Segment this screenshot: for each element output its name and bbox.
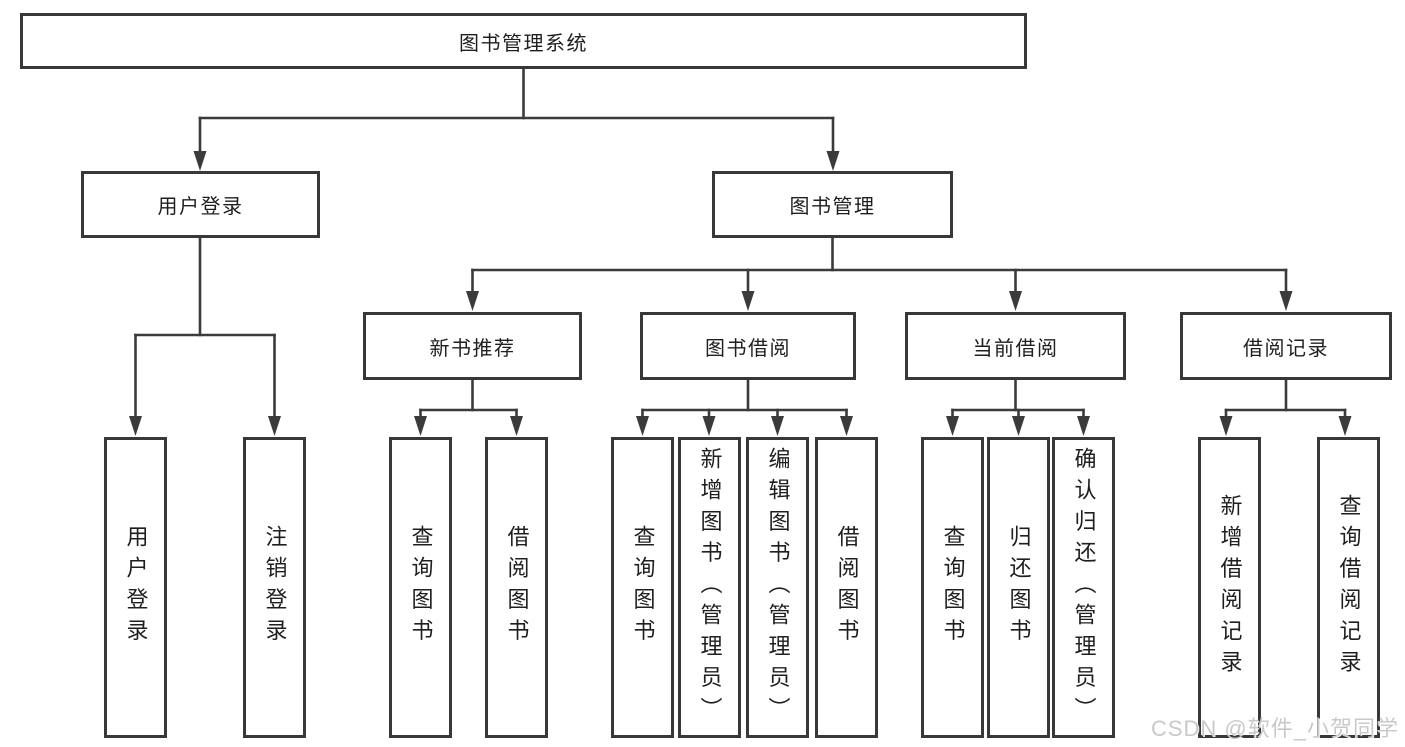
- node-label: 注销登录: [262, 525, 288, 650]
- node-label: 用户登录: [123, 525, 149, 650]
- node-label: 图书管理系统: [459, 32, 588, 55]
- arrowhead-icon: [1077, 416, 1090, 436]
- leaf-confirm-return-admin: 确认归还（管理员）: [1052, 437, 1115, 738]
- arrowhead-icon: [826, 151, 840, 171]
- arrowhead-icon: [741, 291, 755, 311]
- arrowhead-icon: [268, 416, 281, 436]
- arrowhead-icon: [636, 416, 649, 436]
- arrowhead-icon: [840, 416, 853, 436]
- node-label: 新增图书（管理员）: [697, 446, 723, 729]
- leaf-query-borrow-record: 查询借阅记录: [1317, 437, 1380, 738]
- csdn-watermark: CSDN @软件_小贺同学: [1150, 716, 1399, 741]
- node-book-management: 图书管理: [712, 171, 953, 238]
- node-label: 查询图书: [630, 525, 656, 650]
- node-book-borrowing: 图书借阅: [640, 312, 856, 380]
- leaf-query-books-borrowing: 查询图书: [611, 437, 674, 738]
- node-root: 图书管理系统: [20, 13, 1027, 69]
- arrowhead-icon: [771, 416, 784, 436]
- leaf-add-book-admin: 新增图书（管理员）: [678, 437, 741, 738]
- node-label: 新书推荐: [429, 337, 516, 360]
- node-user-login-branch: 用户登录: [81, 171, 320, 238]
- leaf-edit-book-admin: 编辑图书（管理员）: [746, 437, 809, 738]
- arrowhead-icon: [193, 151, 207, 171]
- node-label: 查询借阅记录: [1336, 493, 1362, 682]
- node-current-borrowing: 当前借阅: [905, 312, 1126, 380]
- leaf-borrow-books-borrowing: 借阅图书: [815, 437, 878, 738]
- node-label: 编辑图书（管理员）: [765, 446, 791, 729]
- node-label: 借阅图书: [834, 525, 860, 650]
- arrowhead-icon: [946, 416, 959, 436]
- node-label: 归还图书: [1006, 525, 1032, 650]
- node-label: 查询图书: [408, 525, 434, 650]
- node-label: 图书管理: [789, 196, 876, 218]
- leaf-query-books-recommend: 查询图书: [389, 437, 452, 738]
- arrowhead-icon: [414, 416, 427, 436]
- node-label: 查询图书: [940, 525, 966, 650]
- node-label: 借阅图书: [504, 525, 530, 650]
- node-label: 图书借阅: [705, 337, 791, 360]
- leaf-return-books: 归还图书: [987, 437, 1050, 738]
- arrowhead-icon: [129, 416, 142, 436]
- arrowhead-icon: [1219, 416, 1233, 436]
- arrowhead-icon: [1009, 291, 1022, 311]
- arrowhead-icon: [1012, 416, 1025, 436]
- node-label: 当前借阅: [972, 337, 1059, 360]
- leaf-add-borrow-record: 新增借阅记录: [1198, 437, 1261, 738]
- arrowhead-icon: [702, 416, 716, 436]
- leaf-user-login: 用户登录: [104, 437, 167, 738]
- node-new-book-recommend: 新书推荐: [363, 312, 582, 380]
- node-label: 用户登录: [157, 196, 244, 218]
- leaf-query-books-current: 查询图书: [921, 437, 984, 738]
- node-label: 借阅记录: [1243, 337, 1329, 360]
- node-label: 新增借阅记录: [1217, 493, 1243, 682]
- node-borrowing-records: 借阅记录: [1180, 312, 1392, 380]
- arrowhead-icon: [1338, 416, 1352, 436]
- leaf-borrow-books-recommend: 借阅图书: [485, 437, 548, 738]
- leaf-logout: 注销登录: [243, 437, 306, 738]
- node-label: 确认归还（管理员）: [1071, 446, 1097, 729]
- arrowhead-icon: [466, 291, 479, 311]
- arrowhead-icon: [1279, 291, 1293, 311]
- arrowhead-icon: [510, 416, 523, 436]
